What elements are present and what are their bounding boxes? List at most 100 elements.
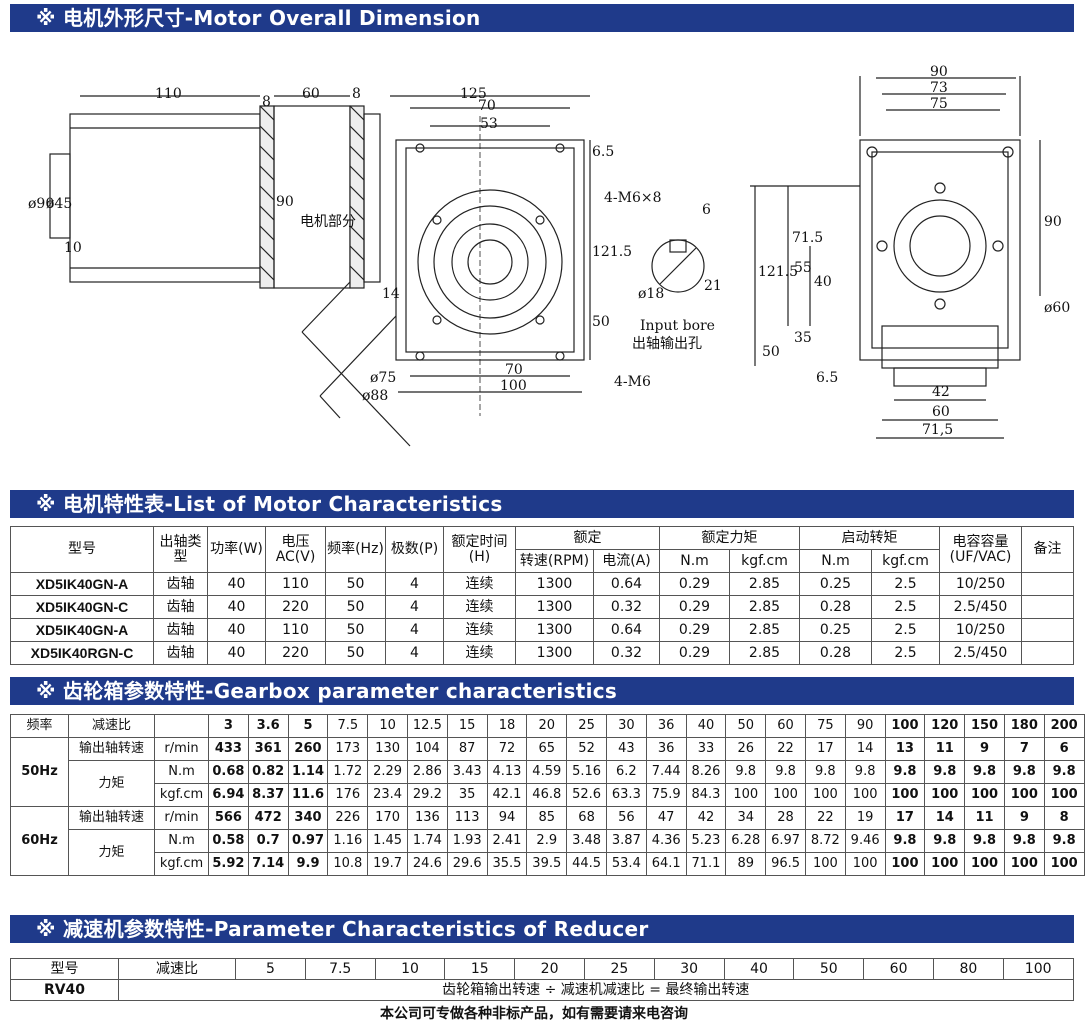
ratio-cell: 25 (583, 958, 655, 980)
ratio-cell: 100 (884, 714, 926, 738)
dim-60-side: 60 (932, 404, 950, 420)
table-cell: 9.8 (725, 760, 767, 784)
table-cell: 100 (924, 852, 966, 876)
table-cell: 94 (486, 806, 528, 830)
table-cell: 齿轴 (153, 618, 208, 642)
table-cell: 2.5 (871, 618, 940, 642)
table-cell: 100 (844, 852, 886, 876)
model-cell: XD5IK40RGN-C (10, 641, 154, 665)
table-cell: 0.32 (593, 641, 660, 665)
table-cell: 89 (725, 852, 767, 876)
dim-70-bottom: 70 (505, 362, 523, 378)
table-cell: 11 (964, 806, 1005, 830)
table-cell: 连续 (443, 618, 516, 642)
table-cell: 361 (247, 737, 289, 761)
header-current: 电流(A) (593, 549, 660, 573)
table-cell: 2.5 (871, 595, 940, 619)
table-cell: 34 (725, 806, 767, 830)
table-cell: 10/250 (939, 618, 1022, 642)
table-cell: 1.93 (446, 829, 488, 853)
table-cell: 0.29 (659, 641, 730, 665)
table-cell: 68 (566, 806, 607, 830)
table-cell: 63.3 (605, 783, 647, 807)
model-cell: RV40 (10, 979, 119, 1001)
dim-121-5: 121.5 (592, 244, 632, 260)
table-cell: 9.8 (844, 760, 886, 784)
ratio-cell: 18 (486, 714, 528, 738)
ratio-cell: 15 (446, 714, 488, 738)
model-cell: XD5IK40GN-A (10, 572, 154, 596)
table-cell: 4 (385, 641, 444, 665)
dim-90-motor: 90 (276, 194, 294, 210)
dimension-drawing-svg: 110 8 60 8 125 70 53 6.5 4-M6×8 121.5 50… (28, 64, 1070, 447)
speed-label: 输出轴转速 (68, 737, 155, 761)
table-cell: 连续 (443, 641, 516, 665)
gearbox-side (859, 139, 1021, 361)
table-cell: 173 (327, 737, 369, 761)
table-cell: 42 (685, 806, 727, 830)
table-cell: 9.9 (287, 852, 329, 876)
table-cell: 220 (265, 595, 326, 619)
table-cell: 100 (924, 783, 966, 807)
ratio-cell: 30 (605, 714, 647, 738)
table-cell: 40 (207, 641, 266, 665)
table-cell: 1.74 (406, 829, 448, 853)
ratio-cell: 60 (863, 958, 934, 980)
table-cell: 260 (287, 737, 329, 761)
speed-label: 输出轴转速 (68, 806, 155, 830)
table-cell: 19 (844, 806, 886, 830)
table-cell: 1300 (515, 595, 594, 619)
table-cell: 13 (884, 737, 926, 761)
table-cell: 46.8 (526, 783, 568, 807)
table-cell: 1300 (515, 641, 594, 665)
gearbox-front (395, 139, 585, 361)
table-cell: 14 (844, 737, 886, 761)
table-cell: 9.8 (924, 829, 966, 853)
dim-40: 40 (814, 274, 832, 290)
table-cell: 52.6 (566, 783, 607, 807)
table-cell: 7.14 (247, 852, 289, 876)
freq-label: 频率 (10, 714, 69, 738)
table-cell: 2.85 (729, 595, 800, 619)
table-cell: 0.64 (593, 572, 660, 596)
table-cell: 0.29 (659, 618, 730, 642)
dim-d75: ø75 (370, 370, 396, 386)
table-cell: 1300 (515, 572, 594, 596)
section-title-motor-characteristics: ※ 电机特性表-List of Motor Characteristics (10, 490, 1074, 518)
dim-21: 21 (704, 278, 722, 294)
dim-110: 110 (155, 86, 182, 102)
dim-d45: ø45 (46, 196, 72, 212)
dim-d18: ø18 (638, 286, 664, 302)
table-cell: 39.5 (526, 852, 568, 876)
table-cell: 2.5/450 (939, 641, 1022, 665)
ratio-cell: 10 (374, 958, 446, 980)
table-cell: 26 (725, 737, 767, 761)
table-cell: 22 (804, 806, 846, 830)
ratio-cell: 10 (367, 714, 408, 738)
dim-70-top: 70 (478, 98, 496, 114)
table-cell: 9.8 (1043, 829, 1085, 853)
dim-35: 35 (794, 330, 812, 346)
header-model: 型号 (10, 526, 154, 573)
table-cell: 5.16 (566, 760, 607, 784)
freq-cell: 50Hz (10, 737, 69, 807)
section-title-reducer: ※ 减速机参数特性-Parameter Characteristics of R… (10, 915, 1074, 943)
table-cell: 8.72 (804, 829, 846, 853)
table-cell: 齿轴 (153, 641, 208, 665)
table-cell: 5.23 (685, 829, 727, 853)
dim-10: 10 (64, 240, 82, 256)
table-cell: 17 (804, 737, 846, 761)
table-cell: 9 (1003, 806, 1045, 830)
table-cell: 130 (367, 737, 408, 761)
section-title-dimension: ※ 电机外形尺寸-Motor Overall Dimension (10, 4, 1074, 32)
table-cell: 96.5 (765, 852, 806, 876)
table-cell: 176 (327, 783, 369, 807)
ratio-cell: 7.5 (304, 958, 376, 980)
footer-note: 本公司可专做各种非标产品，如有需要请来电咨询 (380, 1006, 688, 1022)
table-cell: 连续 (443, 595, 516, 619)
table-cell: 0.28 (799, 641, 872, 665)
